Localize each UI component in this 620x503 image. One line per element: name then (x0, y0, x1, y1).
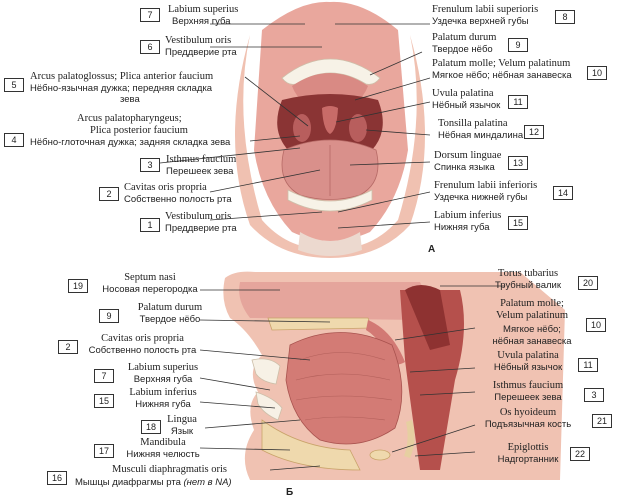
label-number: 2 (58, 340, 78, 354)
label-russian: Надгортанник (497, 454, 559, 465)
label-russian: Преддверие рта (165, 47, 237, 58)
label-russian: Язык (170, 426, 194, 437)
sagittal-section-illustration (223, 271, 566, 480)
label-latin: Frenulum labii inferioris (434, 180, 538, 191)
label-russian: Нижняя челюсть (126, 449, 200, 460)
label-number: 14 (553, 186, 573, 200)
label-russian: Нёбно-язычная дужка; передняя складка (30, 83, 213, 94)
label-russian: Спинка языка (434, 162, 495, 173)
label-number: 15 (94, 394, 114, 408)
label-number: 10 (586, 318, 606, 332)
label-russian: Собственно полость рта (124, 194, 232, 205)
label-russian: Нёбный язычок (432, 100, 501, 111)
label-number: 6 (140, 40, 160, 54)
leader-lines (159, 23, 505, 471)
label-number: 11 (578, 358, 598, 372)
label-russian: Собственно полость рта (88, 345, 197, 356)
label-number: 12 (524, 125, 544, 139)
label-number: 10 (587, 66, 607, 80)
label-russian: Нижняя губа (434, 222, 490, 233)
label-russian: Подъязычная кость (484, 419, 572, 430)
label-russian: Мягкое нёбо; нёбная занавеска (432, 70, 572, 81)
label-latin: Tonsilla palatina (438, 118, 508, 129)
label-latin-continued: Velum palatinum (495, 310, 569, 321)
label-number: 8 (555, 10, 575, 24)
label-russian: Твердое нёбо (432, 44, 493, 55)
label-number: 7 (94, 369, 114, 383)
label-number: 5 (4, 78, 24, 92)
label-number: 11 (508, 95, 528, 109)
label-number: 1 (140, 218, 160, 232)
label-number: 16 (47, 471, 67, 485)
label-latin: Epiglottis (507, 442, 549, 453)
label-number: 17 (94, 444, 114, 458)
label-number: 20 (578, 276, 598, 290)
label-latin: Palatum molle; Velum palatinum (432, 58, 571, 69)
label-latin: Frenulum labii superioris (432, 4, 539, 15)
label-russian: Твердое нёбо (139, 314, 201, 325)
label-russian: Трубный валик (495, 280, 561, 291)
label-russian: Носовая перегородка (102, 284, 198, 295)
label-number: 13 (508, 156, 528, 170)
label-latin: Isthmus faucium (166, 154, 237, 165)
label-russian: Нёбный язычок (493, 362, 563, 373)
label-latin: Arcus palatoglossus; Plica anterior fauc… (30, 71, 214, 82)
label-russian: Преддверие рта (165, 223, 237, 234)
label-number: 3 (140, 158, 160, 172)
label-number: 22 (570, 447, 590, 461)
label-russian-continued: зева (120, 94, 140, 105)
label-russian: Мышцы диафрагмы рта (75, 477, 181, 488)
label-latin-continued: Plica posterior faucium (90, 125, 188, 136)
label-russian: Верхняя губа (172, 16, 231, 27)
label-number: 9 (508, 38, 528, 52)
label-latin: Isthmus faucium (492, 380, 564, 391)
label-number: 3 (584, 388, 604, 402)
label-latin: Torus tubarius (497, 268, 559, 279)
label-russian: Перешеек зева (166, 166, 234, 177)
label-russian-with-note: Мышцы диафрагмы рта (нет в NA) (75, 477, 232, 488)
label-latin: Uvula palatina (432, 88, 494, 99)
label-russian-continued: нёбная занавеска (492, 336, 572, 347)
label-latin: Labium inferius (129, 387, 197, 398)
label-latin: Os hyoideum (499, 407, 557, 418)
label-latin: Musculi diaphragmatis oris (112, 464, 227, 475)
label-latin: Cavitas oris propria (101, 333, 184, 344)
label-latin: Cavitas oris propria (124, 182, 207, 193)
label-latin: Palatum durum (432, 32, 497, 43)
label-number: 2 (99, 187, 119, 201)
label-latin: Vestibulum oris (165, 35, 232, 46)
label-russian: Нижняя губа (135, 399, 191, 410)
label-latin: Septum nasi (124, 272, 176, 283)
label-latin: Vestibulum oris (165, 211, 232, 222)
label-latin: Labium superius (168, 4, 239, 15)
figure-letter: A (428, 244, 436, 255)
label-latin: Lingua (167, 414, 197, 425)
label-note: (нет в NA) (183, 477, 232, 488)
label-russian: Уздечка нижней губы (434, 192, 528, 203)
label-latin: Labium superius (127, 362, 199, 373)
label-russian: Перешеек зева (494, 392, 562, 403)
label-number: 9 (99, 309, 119, 323)
figure-letter: Б (286, 487, 294, 498)
label-latin: Uvula palatina (497, 350, 559, 361)
label-latin: Palatum durum (137, 302, 203, 313)
label-number: 15 (508, 216, 528, 230)
label-number: 21 (592, 414, 612, 428)
label-latin: Mandibula (140, 437, 186, 448)
label-latin: Arcus palatopharyngeus; (77, 113, 182, 124)
label-russian: Нёбная миндалина (438, 130, 524, 141)
label-russian: Верхняя губа (133, 374, 193, 385)
label-number: 18 (141, 420, 161, 434)
label-russian: Мягкое нёбо; (503, 324, 561, 335)
label-russian: Уздечка верхней губы (432, 16, 529, 27)
label-latin: Labium inferius (434, 210, 502, 221)
open-mouth-illustration (235, 1, 425, 258)
label-number: 4 (4, 133, 24, 147)
label-latin: Dorsum linguae (434, 150, 502, 161)
label-number: 19 (68, 279, 88, 293)
label-latin: Palatum molle; (500, 298, 564, 309)
label-number: 7 (140, 8, 160, 22)
label-russian: Нёбно-глоточная дужка; задняя складка зе… (30, 137, 231, 148)
